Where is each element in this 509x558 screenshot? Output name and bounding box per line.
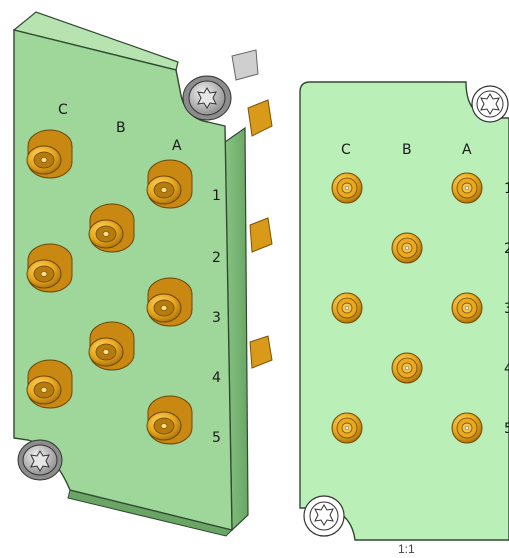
front-column-label-c: C [341, 142, 351, 158]
iso-connectors [26, 129, 193, 445]
front-connector-a1 [451, 172, 483, 204]
torx-screw-icon [471, 85, 509, 123]
iso-row-label-4: 4 [212, 370, 221, 386]
front-connector-b4 [391, 352, 423, 384]
front-connector-c3 [331, 292, 363, 324]
front-column-label-b: B [402, 142, 412, 158]
iso-column-label-b: B [116, 120, 126, 136]
front-connector-c5 [331, 412, 363, 444]
iso-connector-c3 [26, 243, 73, 293]
iso-connector-a5 [146, 395, 193, 445]
torx-screw-icon [182, 75, 232, 121]
isometric-view: C B A 1 2 3 4 5 [12, 11, 273, 537]
front-row-label-2: 2 [504, 241, 509, 257]
iso-row-label-5: 5 [212, 430, 221, 446]
front-connector-b2 [391, 232, 423, 264]
front-row-label-1: 1 [504, 181, 509, 197]
iso-row-label-3: 3 [212, 310, 221, 326]
front-connector-a3 [451, 292, 483, 324]
iso-row-label-1: 1 [212, 188, 221, 204]
iso-connector-a1 [146, 159, 193, 209]
front-view: C B A 1 2 3 4 5 1:1 [299, 81, 509, 556]
front-row-label-3: 3 [504, 301, 509, 317]
iso-row-label-2: 2 [212, 250, 221, 266]
iso-connector-a3 [146, 277, 193, 327]
iso-connector-c5 [26, 359, 73, 409]
rear-pins [231, 49, 273, 369]
front-row-label-5: 5 [504, 421, 509, 437]
front-column-label-a: A [462, 142, 472, 158]
scale-label: 1:1 [398, 542, 415, 556]
iso-connector-b4 [88, 321, 135, 371]
torx-screw-icon [17, 439, 63, 481]
front-row-label-4: 4 [504, 361, 509, 377]
front-connector-c1 [331, 172, 363, 204]
iso-column-label-c: C [58, 102, 68, 118]
front-connectors [331, 172, 483, 444]
front-connector-a5 [451, 412, 483, 444]
iso-column-label-a: A [172, 138, 182, 154]
torx-screw-icon [303, 495, 345, 537]
iso-connector-c1 [26, 129, 73, 179]
iso-connector-b2 [88, 203, 135, 253]
